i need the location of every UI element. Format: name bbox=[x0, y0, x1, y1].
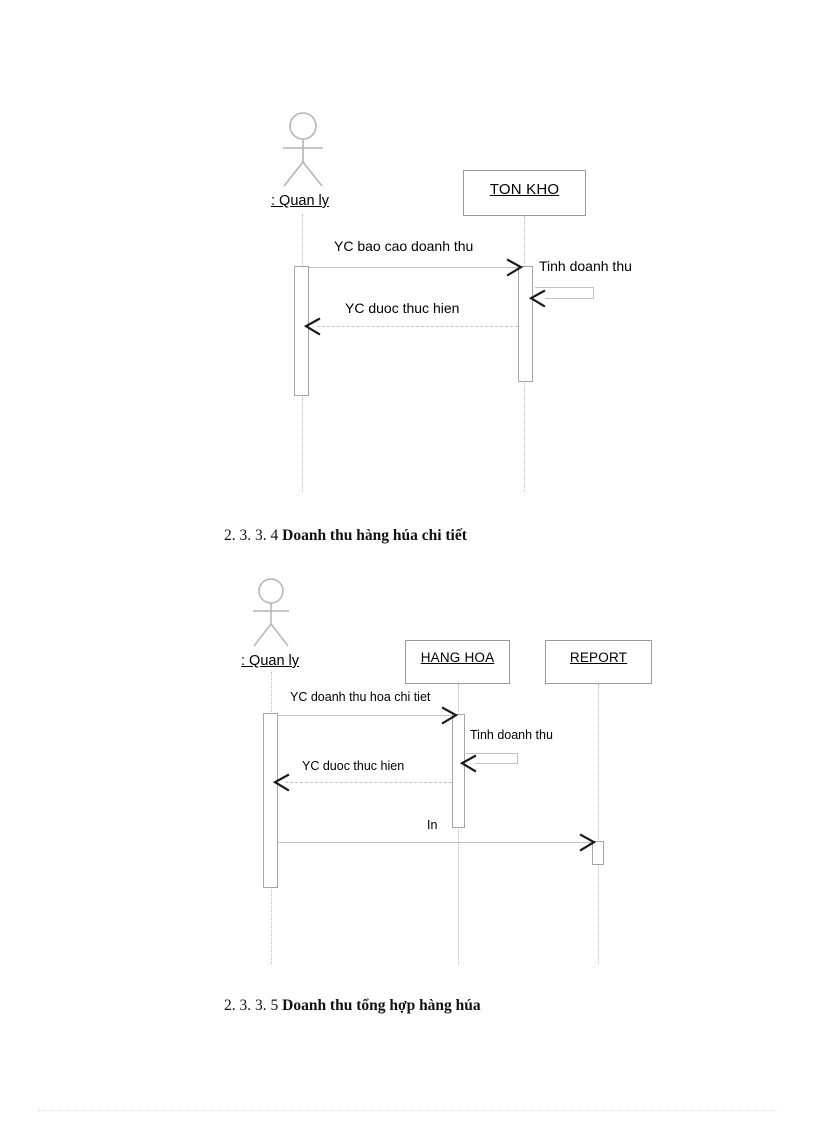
message-arrowhead-2-1 bbox=[439, 706, 459, 725]
object-label-hang-hoa: HANG HOA bbox=[420, 650, 495, 665]
message-label-2-4: In bbox=[427, 818, 438, 832]
object-label-ton-kho: TON KHO bbox=[489, 181, 560, 198]
actor-label-quan-ly: : Quan ly bbox=[271, 193, 330, 209]
activation-bar-report bbox=[592, 841, 604, 865]
sequence-diagram-2: : Quan ly HANG HOA REPORT YC doanh thu h… bbox=[241, 578, 652, 964]
message-self-line-right-2-2 bbox=[517, 753, 518, 763]
caption-1-number: 2. 3. 3. 4 bbox=[224, 527, 279, 544]
message-arrowhead-2-3 bbox=[272, 773, 290, 792]
caption-2-title: Doanh thu tổng hợp hàng húa bbox=[282, 997, 481, 1014]
message-label-3: YC duoc thuc hien bbox=[345, 300, 460, 316]
message-label-2-3: YC duoc thuc hien bbox=[302, 759, 405, 773]
actor-stick-figure-icon-2 bbox=[245, 578, 297, 648]
message-line-2-1 bbox=[278, 715, 455, 716]
message-label-2-2: Tinh doanh thu bbox=[470, 728, 553, 742]
lifeline-report bbox=[598, 684, 599, 964]
message-self-line-bottom-2 bbox=[545, 298, 594, 299]
message-line-3 bbox=[317, 326, 518, 327]
actor-label-quan-ly-2: : Quan ly bbox=[241, 653, 300, 669]
message-self-line-top-2 bbox=[535, 287, 594, 288]
message-arrowhead-3 bbox=[303, 317, 321, 336]
activation-bar-actor-2 bbox=[263, 713, 278, 888]
activation-bar-ton-kho bbox=[518, 266, 533, 382]
message-line-1 bbox=[309, 267, 521, 268]
sequence-diagram-1: : Quan ly TON KHO YC bao cao doanh thu T… bbox=[0, 0, 816, 510]
message-arrowhead-2 bbox=[528, 289, 546, 308]
object-label-report: REPORT bbox=[569, 650, 628, 665]
message-arrowhead-1 bbox=[504, 258, 524, 277]
caption-1-title: Doanh thu hàng húa chi tiết bbox=[282, 527, 467, 544]
activation-bar-actor bbox=[294, 266, 309, 396]
message-label-1: YC bao cao doanh thu bbox=[334, 238, 474, 254]
message-arrowhead-2-4 bbox=[577, 833, 597, 852]
footer-divider bbox=[38, 1110, 778, 1111]
actor-stick-figure-icon bbox=[275, 112, 331, 188]
object-box-ton-kho[interactable]: TON KHO bbox=[463, 170, 586, 216]
message-label-2-1: YC doanh thu hoa chi tiet bbox=[290, 690, 431, 704]
message-self-line-bottom-2-2 bbox=[475, 763, 518, 764]
message-arrowhead-2-2 bbox=[459, 754, 477, 773]
object-box-report[interactable]: REPORT bbox=[545, 640, 652, 684]
message-label-2: Tinh doanh thu bbox=[539, 258, 632, 274]
activation-bar-hang-hoa bbox=[452, 714, 465, 828]
message-line-2-3 bbox=[285, 782, 452, 783]
object-box-hang-hoa[interactable]: HANG HOA bbox=[405, 640, 510, 684]
message-self-line-right-2 bbox=[593, 287, 594, 298]
message-line-2-4 bbox=[278, 842, 593, 843]
message-self-line-top-2-2 bbox=[466, 753, 518, 754]
caption-2-number: 2. 3. 3. 5 bbox=[224, 997, 279, 1014]
caption-2: 2. 3. 3. 5 Doanh thu tổng hợp hàng húa bbox=[224, 997, 481, 1015]
caption-1: 2. 3. 3. 4 Doanh thu hàng húa chi tiết bbox=[224, 527, 467, 545]
